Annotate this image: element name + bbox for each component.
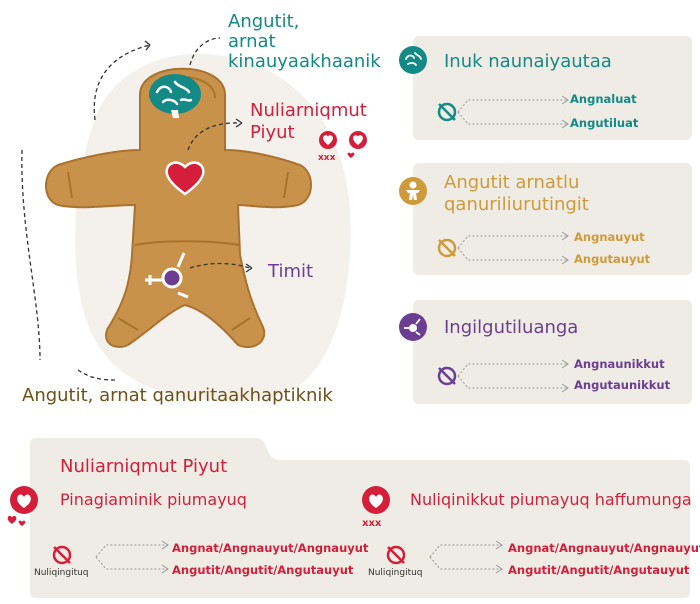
physical-none-label: Nuliqingituq bbox=[34, 568, 89, 578]
none-symbol-icon bbox=[52, 545, 72, 565]
emotional-item: Angutit/Angutit/Angutauyut bbox=[508, 563, 690, 577]
spectrum-arrows bbox=[429, 540, 503, 574]
sex-item: Angnaunikkut bbox=[574, 357, 665, 371]
gingerbread-icon bbox=[399, 177, 427, 205]
gender-symbol-icon bbox=[145, 252, 189, 299]
svg-text:xxx: xxx bbox=[318, 153, 336, 163]
spectrum-arrows bbox=[457, 231, 569, 265]
sex-panel-title: Ingilgutiluanga bbox=[444, 317, 579, 338]
identity-item: Angutiluat bbox=[570, 116, 639, 130]
gender-symbol-icon bbox=[399, 313, 427, 341]
sex-panel bbox=[413, 300, 692, 404]
svg-text:xxx: xxx bbox=[362, 518, 382, 529]
identity-label-line: Angutit, bbox=[228, 11, 300, 32]
spectrum-arrows bbox=[95, 540, 169, 574]
none-symbol-icon bbox=[386, 545, 406, 565]
none-symbol-icon bbox=[437, 238, 457, 258]
identity-panel-title: Inuk naunaiyautaa bbox=[444, 51, 612, 72]
identity-label: Angutit, arnat kinauyaakhaanik bbox=[228, 12, 381, 72]
heart-icon: xxx bbox=[362, 486, 390, 529]
none-symbol-icon bbox=[437, 366, 457, 386]
expression-label: Angutit, arnat qanuritaakhaptiknik bbox=[22, 385, 333, 406]
none-symbol-icon bbox=[437, 102, 457, 122]
identity-panel bbox=[413, 36, 692, 140]
expression-panel-title: Angutit arnatlu qanuriliurutingit bbox=[444, 172, 589, 216]
identity-label-line: arnat bbox=[228, 31, 276, 52]
emotional-attraction-label: Nuliqinikkut piumayuq haffumunga bbox=[410, 490, 692, 509]
expression-title-line: qanuriliurutingit bbox=[444, 194, 589, 215]
emotional-item: Angnat/Angnauyut/Angnauyut bbox=[508, 541, 700, 555]
brain-icon bbox=[399, 46, 427, 74]
identity-item: Angnaluat bbox=[570, 92, 637, 106]
emotional-none-label: Nuliqingituq bbox=[368, 568, 423, 578]
attraction-label-line: Piyut bbox=[250, 122, 295, 143]
sex-label: Timit bbox=[268, 261, 314, 282]
attraction-label-line: Nuliarniqmut bbox=[250, 100, 367, 121]
identity-label-line: kinauyaakhaanik bbox=[228, 51, 381, 72]
brain-icon bbox=[149, 74, 201, 118]
physical-attraction-label: Pinagiaminik piumayuq bbox=[60, 490, 247, 509]
expression-title-line: Angutit arnatlu bbox=[444, 172, 580, 193]
small-hearts-icon: xxx bbox=[318, 131, 367, 163]
heart-icon bbox=[165, 161, 205, 196]
physical-item: Angnat/Angnauyut/Angnauyut bbox=[172, 541, 369, 555]
sex-item: Angutaunikkut bbox=[574, 378, 671, 392]
spectrum-arrows bbox=[457, 359, 569, 393]
expression-item: Angnauyut bbox=[574, 230, 645, 244]
attraction-label: Nuliarniqmut Piyut bbox=[250, 100, 367, 144]
attraction-panel-title: Nuliarniqmut Piyut bbox=[60, 456, 228, 477]
heart-icon bbox=[7, 486, 38, 526]
expression-item: Angutauyut bbox=[574, 252, 651, 266]
physical-item: Angutit/Angutit/Angutauyut bbox=[172, 563, 354, 577]
spectrum-arrows bbox=[457, 95, 569, 129]
expression-panel bbox=[413, 163, 692, 275]
